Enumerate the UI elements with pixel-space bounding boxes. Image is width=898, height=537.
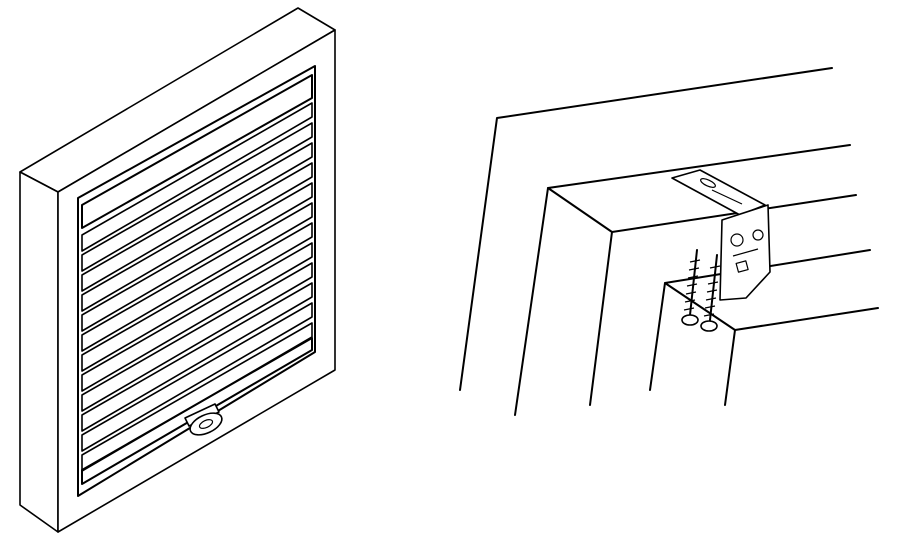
- louver-slat: [81, 202, 313, 352]
- louver-slat: [81, 282, 313, 432]
- mounting-bracket: [671, 169, 771, 301]
- louver-slat: [81, 262, 313, 412]
- screw-left: [681, 249, 701, 326]
- latch-handle[interactable]: [184, 403, 225, 439]
- louver-slat: [81, 302, 313, 452]
- louver-slats: [81, 102, 313, 472]
- top-rail: [81, 74, 313, 229]
- louver-slat: [81, 162, 313, 312]
- louver-slat: [81, 242, 313, 392]
- panel-opening: [77, 65, 316, 497]
- window-frame: [459, 67, 879, 416]
- louver-slat: [81, 182, 313, 332]
- louver-slat: [81, 122, 313, 272]
- louver-slat: [81, 222, 313, 372]
- louver-slat: [81, 142, 313, 292]
- screw-right: [700, 254, 721, 332]
- louver-slat: [81, 102, 313, 252]
- panel-side-face: [19, 171, 59, 533]
- louvered-panel: [19, 7, 336, 533]
- bottom-rail: [81, 337, 313, 485]
